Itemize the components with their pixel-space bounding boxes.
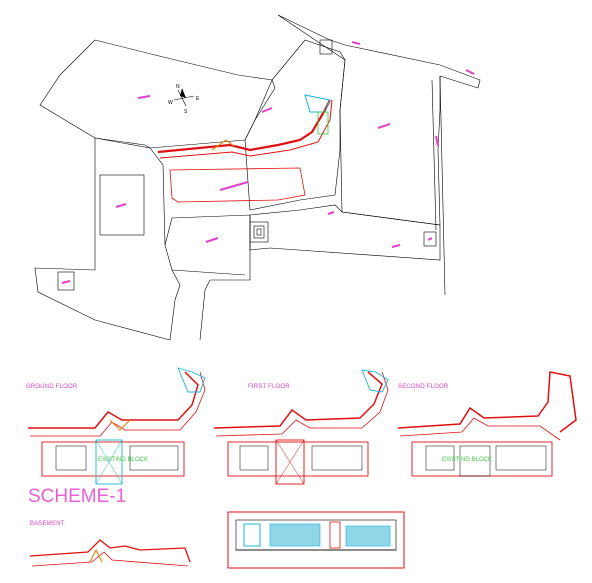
second-floor-plan: SECOND FLOOR EXISTING BLOCK (397, 371, 577, 477)
road-center (164, 214, 251, 341)
gate (319, 39, 333, 55)
basement-plan: BASEMENT (29, 521, 191, 567)
compass-s: S (184, 109, 188, 115)
elevation-drawing (227, 511, 405, 569)
plot-west (34, 137, 181, 341)
plot-west-box (99, 174, 145, 236)
spiral-core (256, 228, 262, 236)
plot-tags (61, 41, 475, 284)
second-floor-label: SECOND FLOOR (398, 384, 449, 390)
site-plan (34, 14, 481, 341)
first-floor-plan: FIRST FLOOR (213, 369, 389, 485)
scheme-title: SCHEME-1 (28, 486, 126, 507)
compass-e: E (196, 96, 200, 102)
ground-floor-plan: GROUND FLOOR EXISTING BLOCK (26, 367, 206, 485)
main-building-site (157, 94, 333, 203)
compass-rose: N S E W (168, 84, 200, 115)
first-floor-label: FIRST FLOOR (248, 384, 290, 390)
ground-existing-block: EXISTING BLOCK (98, 457, 148, 463)
plot-main (244, 39, 346, 211)
plot-south (249, 204, 441, 261)
road-center-2 (171, 269, 246, 276)
second-existing-block: EXISTING BLOCK (442, 457, 492, 463)
compass-w: W (168, 100, 173, 106)
spiral-inner (253, 225, 265, 239)
small-structure (57, 271, 75, 291)
ground-floor-label: GROUND FLOOR (26, 384, 78, 390)
compass-n: N (176, 84, 180, 90)
road-east-2 (431, 79, 437, 231)
plot-northeast (277, 14, 481, 226)
basement-label: BASEMENT (30, 521, 65, 527)
spiral-feature (249, 221, 269, 243)
small-box-east (423, 231, 437, 247)
plot-northwest (39, 39, 276, 149)
road-east (439, 75, 446, 296)
